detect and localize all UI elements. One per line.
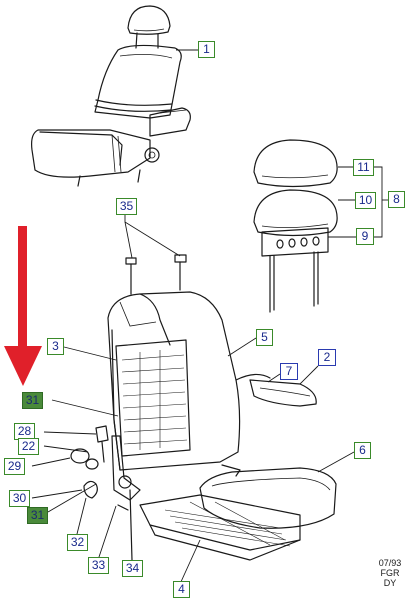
headrest-guides-illustration	[124, 215, 187, 295]
backrest-frame-illustration	[107, 291, 271, 477]
callout-33[interactable]: 33	[88, 557, 109, 574]
callout-7[interactable]: 7	[280, 363, 298, 380]
armrest-illustration	[249, 379, 317, 407]
callout-29[interactable]: 29	[4, 458, 25, 475]
callout-22[interactable]: 22	[18, 438, 39, 455]
callout-10[interactable]: 10	[355, 192, 376, 209]
drawing-date-stamp: 07/93 FGR DY	[372, 558, 408, 588]
callout-34[interactable]: 34	[122, 560, 143, 577]
callout-35[interactable]: 35	[116, 198, 137, 215]
callout-31-lower[interactable]: 31	[27, 507, 48, 524]
headrest-parts-illustration	[253, 139, 388, 313]
callout-31-highlighted[interactable]: 31	[22, 392, 43, 409]
callout-8[interactable]: 8	[388, 191, 405, 208]
stamp-date: 07/93	[378, 558, 402, 568]
callout-9[interactable]: 9	[356, 228, 374, 245]
callout-30[interactable]: 30	[9, 490, 30, 507]
stamp-suffix: DY	[383, 578, 397, 588]
cushion-illustration	[139, 467, 337, 561]
callout-4[interactable]: 4	[173, 581, 190, 598]
callout-2[interactable]: 2	[318, 349, 336, 366]
red-highlight-arrow	[4, 226, 42, 386]
recliner-mechanism-illustration	[31, 399, 141, 561]
callout-3[interactable]: 3	[47, 338, 64, 355]
stamp-code: FGR	[380, 568, 400, 578]
callout-11[interactable]: 11	[353, 159, 374, 176]
callout-32[interactable]: 32	[67, 534, 88, 551]
leader-lines	[63, 337, 355, 585]
callout-5[interactable]: 5	[256, 329, 273, 346]
callout-6[interactable]: 6	[354, 442, 371, 459]
assembled-seat-illustration	[31, 5, 199, 187]
callout-1[interactable]: 1	[198, 41, 215, 58]
